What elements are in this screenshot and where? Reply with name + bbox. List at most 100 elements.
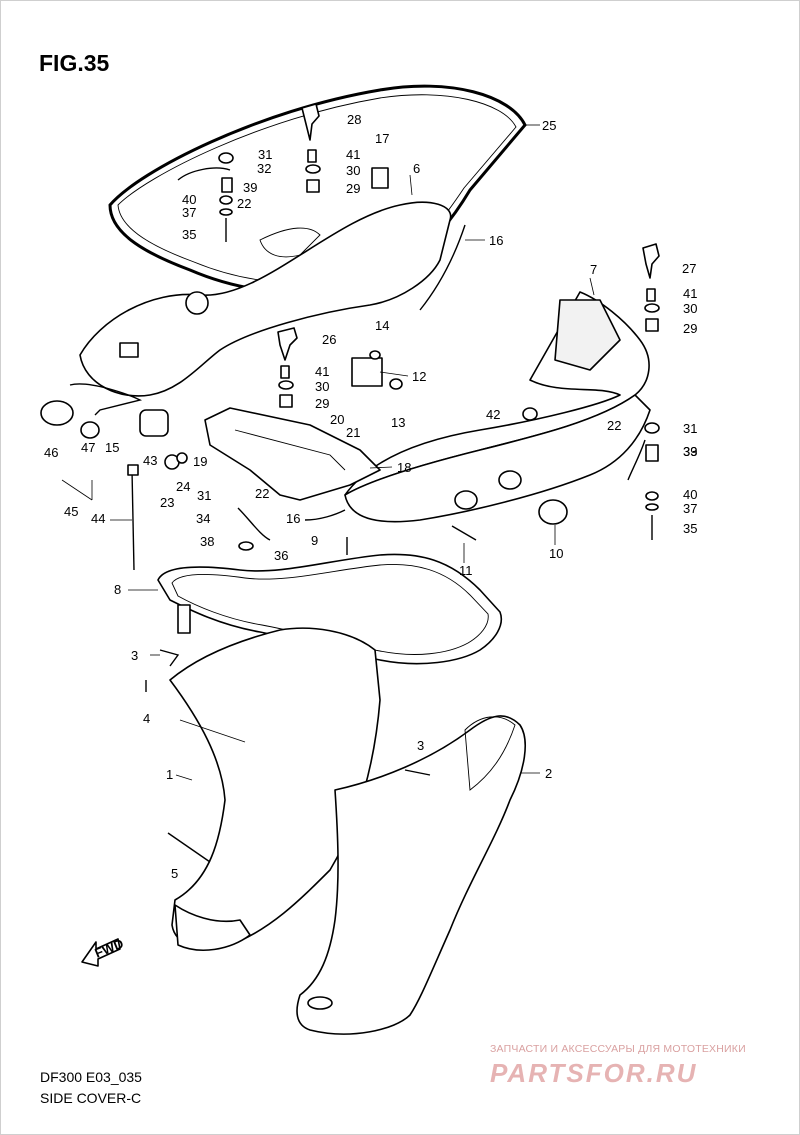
callout-label: 36 xyxy=(274,548,288,563)
callout-label: 39 xyxy=(683,444,697,459)
figure-title: FIG.35 xyxy=(39,50,110,76)
callout-label: 18 xyxy=(397,460,411,475)
callout-label: 3 xyxy=(417,738,424,753)
part-24-clip xyxy=(176,452,188,464)
callout-label: 25 xyxy=(542,118,556,133)
callout-label: 45 xyxy=(64,504,78,519)
callout-label: 37 xyxy=(182,205,196,220)
callout-label: 31 xyxy=(197,488,211,503)
callout-label: 34 xyxy=(196,511,210,526)
callout-label: 33 xyxy=(683,444,697,459)
part-14-screw xyxy=(369,350,381,360)
callout-label: 40 xyxy=(182,192,196,207)
part-13-nut xyxy=(389,378,403,390)
part-26-fastener xyxy=(277,327,298,361)
part-27-fastener xyxy=(642,243,660,279)
fwd-arrow-icon: FWD xyxy=(81,936,126,967)
callout-label: 17 xyxy=(375,131,389,146)
callout-label: 16 xyxy=(489,233,503,248)
callout-label: 6 xyxy=(413,161,420,176)
callout-label: 46 xyxy=(44,445,58,460)
callout-label: 23 xyxy=(160,495,174,510)
part-31-nut xyxy=(644,422,660,434)
part-3-clip-a xyxy=(159,649,180,667)
callout-label: 29 xyxy=(683,321,697,336)
callout-label: 24 xyxy=(176,479,190,494)
part-1-lower-cover xyxy=(169,627,381,950)
callout-label: 41 xyxy=(315,364,329,379)
part-6-top-cover xyxy=(79,201,452,397)
callout-label: 30 xyxy=(315,379,329,394)
part-44-tie xyxy=(131,469,135,571)
callout-label: 47 xyxy=(81,440,95,455)
part-37-washer xyxy=(645,503,659,511)
callout-label: 35 xyxy=(683,521,697,536)
callout-numbers: 1 2 3 3 4 5 6 7 8 9 10 11 12 13 14 15 16… xyxy=(44,112,697,881)
callout-label: 2 xyxy=(545,766,552,781)
part-42-nut xyxy=(522,407,538,421)
part-11-bolt xyxy=(451,525,477,541)
callout-label: 4 xyxy=(143,711,150,726)
part-34-strap xyxy=(237,507,271,541)
callout-label: 8 xyxy=(114,582,121,597)
callout-label: 38 xyxy=(200,534,214,549)
callout-label: 30 xyxy=(683,301,697,316)
part-16-strip xyxy=(419,224,466,311)
callout-label: 35 xyxy=(182,227,196,242)
callout-label: 22 xyxy=(237,196,251,211)
callout-label: 5 xyxy=(171,866,178,881)
part-40-washer xyxy=(645,491,659,501)
part-43-grommet xyxy=(139,409,169,437)
callout-label: 31 xyxy=(683,421,697,436)
fwd-label: FWD xyxy=(93,936,126,961)
part-36-washer xyxy=(238,541,254,551)
callout-label: 41 xyxy=(346,147,360,162)
part-33-strap xyxy=(627,439,646,481)
callout-label: 31 xyxy=(258,147,272,162)
callout-label: 20 xyxy=(330,412,344,427)
callout-label: 32 xyxy=(257,161,271,176)
callout-label: 29 xyxy=(346,181,360,196)
part-2-lower-cover xyxy=(296,715,526,1035)
part-3-clip-b xyxy=(404,769,431,776)
callout-label: 21 xyxy=(346,425,360,440)
callout-label: 39 xyxy=(243,180,257,195)
callout-label: 19 xyxy=(193,454,207,469)
callout-label: 26 xyxy=(322,332,336,347)
callout-label: 40 xyxy=(683,487,697,502)
callout-label: 15 xyxy=(105,440,119,455)
part-46-cap xyxy=(40,400,74,426)
callout-label: 12 xyxy=(412,369,426,384)
part-12-bracket xyxy=(351,357,383,387)
callout-label: 29 xyxy=(315,396,329,411)
part-25-seal xyxy=(108,84,527,294)
part-32-strap xyxy=(177,167,231,181)
callout-label: 30 xyxy=(346,163,360,178)
part-5-bolt xyxy=(167,832,211,863)
part-15-cable xyxy=(69,383,143,416)
watermark-tagline: ЗАПЧАСТИ И АКСЕССУАРЫ ДЛЯ МОТОТЕХНИКИ xyxy=(490,1043,746,1055)
callout-label: 43 xyxy=(143,453,157,468)
part-17-label xyxy=(371,167,389,189)
callout-label: 3 xyxy=(131,648,138,663)
callout-label: 7 xyxy=(590,262,597,277)
callout-label: 14 xyxy=(375,318,389,333)
watermark-logo: PARTSFOR.RU xyxy=(490,1058,698,1088)
callout-label: 27 xyxy=(682,261,696,276)
callout-label: 22 xyxy=(255,486,269,501)
callout-label: 22 xyxy=(607,418,621,433)
leader-lines xyxy=(61,124,595,781)
callout-label: 16 xyxy=(286,511,300,526)
callout-label: 28 xyxy=(347,112,361,127)
figure-code: DF300 E03_035 xyxy=(40,1069,142,1085)
callout-label: 41 xyxy=(683,286,697,301)
callout-label: 10 xyxy=(549,546,563,561)
part-18-bracket xyxy=(204,407,381,501)
part-47-grommet xyxy=(80,421,100,439)
figure-name: SIDE COVER-C xyxy=(40,1090,142,1106)
part-39-spacer xyxy=(645,444,659,462)
callout-label: 9 xyxy=(311,533,318,548)
callout-label: 13 xyxy=(391,415,405,430)
callout-label: 42 xyxy=(486,407,500,422)
